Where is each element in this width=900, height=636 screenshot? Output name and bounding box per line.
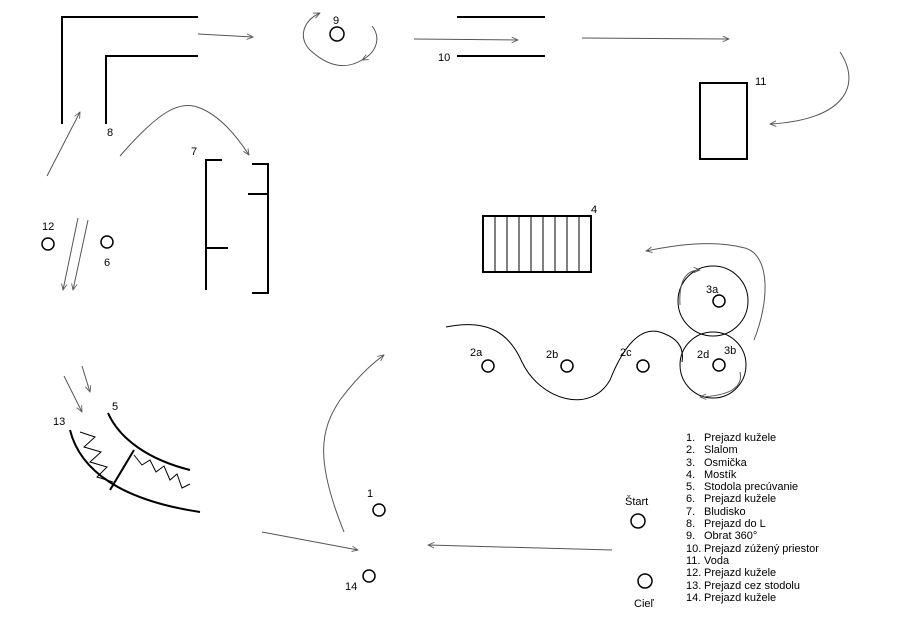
label-7: 7 [191, 146, 197, 158]
station-13-barn [69, 412, 201, 513]
station-8-l-corridor [61, 16, 198, 124]
station-9-turn [302, 12, 378, 67]
legend-item: 2.Slalom [686, 444, 738, 457]
station-4-bridge [482, 215, 592, 273]
legend-item: 5.Stodola precúvanie [686, 481, 799, 494]
label-finish: Cieľ [634, 598, 655, 610]
legend-item: 1.Prejazd kužele [686, 432, 777, 444]
legend-list: 1.Prejazd kužele 2.Slalom 3.Osmička 4.Mo… [686, 432, 819, 604]
legend-item: 10.Prejazd zúžený priestor [686, 542, 819, 555]
legend-item: 11.Voda [686, 554, 730, 567]
station-3-figure-eight [646, 243, 766, 398]
cone-2b [560, 359, 574, 373]
cone-12 [41, 237, 55, 251]
route-arrows [46, 34, 850, 550]
label-14: 14 [345, 581, 357, 593]
label-6: 6 [104, 257, 110, 269]
station-10-narrow-passage [457, 16, 545, 57]
label-start: Štart [625, 495, 648, 508]
legend-item: 3.Osmička [686, 456, 747, 469]
legend-item: 9.Obrat 360° [686, 530, 758, 543]
label-2c: 2c [620, 347, 632, 359]
label-11: 11 [755, 76, 766, 88]
legend-item: 7.Bludisko [686, 505, 746, 518]
legend-item: 13.Prejazd cez stodolu [686, 579, 800, 592]
label-8: 8 [107, 127, 113, 139]
label-5: 5 [112, 401, 118, 413]
legend-item: 14.Prejazd kužele [686, 591, 777, 604]
label-2d: 2d [697, 349, 709, 361]
station-labels: 9 10 11 8 7 4 12 6 3a 2a 2b 2c 2d 3b 5 1… [42, 15, 766, 610]
cone-9 [329, 26, 345, 42]
finish-cone [637, 573, 653, 589]
cone-6 [100, 235, 114, 249]
legend-item: 8.Prejazd do L [686, 518, 766, 531]
station-11-water [699, 82, 748, 160]
label-2a: 2a [470, 347, 483, 359]
cone-2a [481, 359, 495, 373]
start-cone [630, 513, 646, 529]
cone-2c [636, 359, 650, 373]
label-4: 4 [591, 204, 597, 216]
label-10: 10 [438, 52, 450, 64]
label-9: 9 [333, 15, 339, 27]
label-2b: 2b [546, 349, 558, 361]
cone-3a [712, 294, 726, 308]
cone-1 [372, 503, 386, 517]
label-12: 12 [42, 221, 54, 233]
cone-14 [362, 569, 376, 583]
legend-item: 12.Prejazd kužele [686, 567, 777, 580]
label-13: 13 [53, 416, 65, 428]
label-3a: 3a [706, 284, 719, 296]
station-7-maze [205, 159, 269, 294]
station-2-slalom [445, 324, 683, 401]
legend-item: 4.Mostík [686, 468, 737, 481]
label-1: 1 [367, 488, 373, 500]
label-3b: 3b [724, 345, 736, 357]
legend-item: 6.Prejazd kužele [686, 493, 777, 506]
cone-3b [712, 358, 726, 372]
